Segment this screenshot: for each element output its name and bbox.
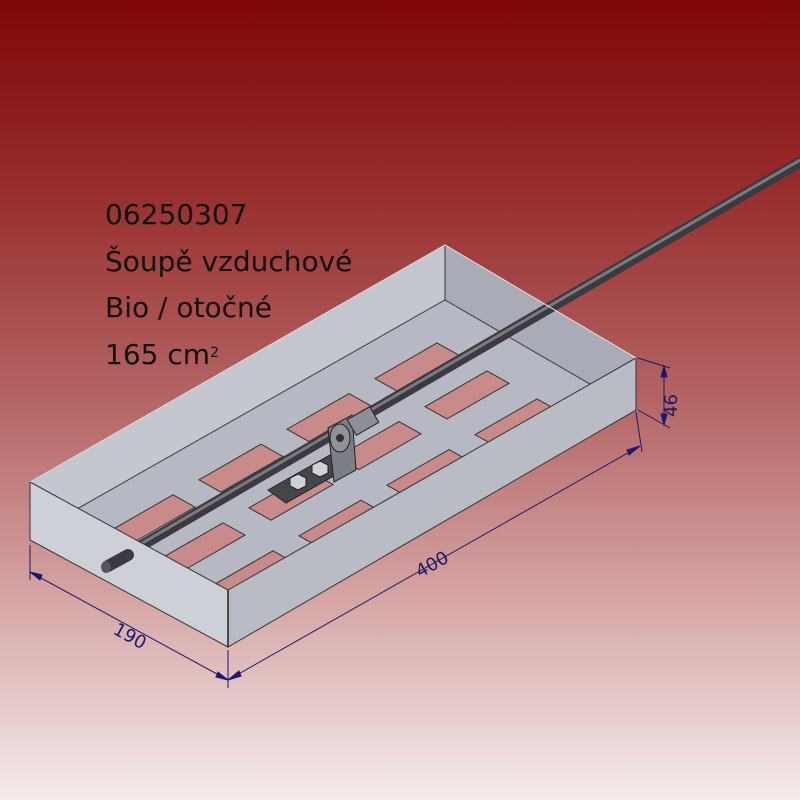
product-name: Šoupě vzduchové [105,245,353,278]
dimension-190 [29,545,229,688]
bolt-icon [289,460,329,491]
area-value: 165 cm [105,338,211,371]
dimension-46 [637,357,671,429]
product-code: 06250307 [105,198,248,231]
dimension-46-label: 46 [661,394,682,417]
floor-slot [423,370,511,420]
rod-clamp-bracket [267,406,380,504]
area-exponent: 2 [210,345,219,361]
dimension-400 [227,411,643,681]
slot-grid [109,342,561,600]
product-area: 165 cm2 [105,338,219,372]
dimension-190-label: 190 [110,619,150,654]
dimension-400-label: 400 [412,547,452,582]
floor-slot [197,443,285,493]
control-rod [102,156,800,571]
rod-handle-stub [101,549,134,573]
product-variant: Bio / otočné [105,291,272,324]
